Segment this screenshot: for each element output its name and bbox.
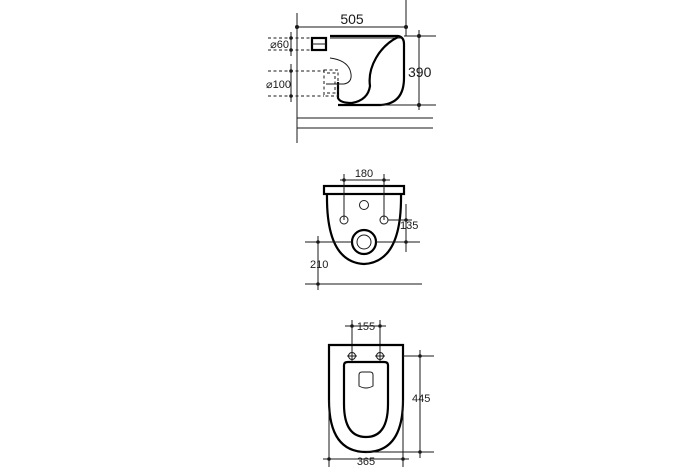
- rim-plate: [322, 184, 406, 196]
- fixing-tick-right: [382, 178, 386, 182]
- rear-outlet-outer: [350, 228, 378, 256]
- fixing-to-outlet-label: 135: [400, 220, 418, 232]
- outlet-pipe-dashed-inner: [327, 72, 336, 94]
- outlet-tick-bottom: [289, 94, 293, 98]
- bowl-width-label: 365: [357, 456, 375, 467]
- rear-outlet-inner: [356, 234, 372, 250]
- side-view: 505 ⌀60 ⌀100 390: [266, 0, 436, 143]
- bowl-profile: [330, 34, 406, 107]
- bowl-inner-curve: [336, 36, 399, 105]
- width-tick-left: [327, 457, 331, 461]
- fixing-spacing-label: 180: [355, 168, 373, 180]
- flush-opening: [358, 371, 374, 389]
- fixing-hole-center: [359, 200, 369, 210]
- rear-view: 180 135 210: [305, 168, 422, 290]
- height-tick-bottom: [417, 103, 421, 107]
- hole-tick-left: [350, 324, 354, 328]
- seat-length-label: 445: [412, 393, 430, 405]
- length-tick-left: [295, 25, 299, 29]
- hole-spacing-label: 155: [357, 321, 375, 333]
- outlet-offset-tick-bottom: [404, 240, 408, 244]
- height-tick-top: [417, 34, 421, 38]
- outlet-tick-top: [289, 69, 293, 73]
- outlet-diameter-label: ⌀100: [266, 79, 291, 91]
- outlet-offset-tick-top: [404, 218, 408, 222]
- seat-length-tick-top: [418, 354, 422, 358]
- total-height-label: 390: [408, 64, 432, 80]
- outlet-height-tick-top: [316, 240, 320, 244]
- seat-length-tick-bottom: [418, 450, 422, 454]
- inlet-diameter-label: ⌀60: [270, 39, 289, 51]
- inlet-tick-top: [289, 36, 293, 40]
- hole-tick-right: [378, 324, 382, 328]
- fixing-tick-left: [342, 178, 346, 182]
- inlet-tick-bottom: [289, 48, 293, 52]
- outlet-pipe-dashed: [323, 69, 339, 97]
- outlet-height-label: 210: [310, 259, 328, 271]
- trap-curve: [326, 57, 352, 85]
- rear-bowl-outline: [325, 193, 403, 266]
- top-view: 155 445 365: [323, 320, 434, 467]
- seat-inner-outline: [342, 360, 390, 439]
- width-tick-right: [401, 457, 405, 461]
- fixing-hole-left: [339, 215, 349, 225]
- length-tick-right: [404, 25, 408, 29]
- overall-length-label: 505: [340, 11, 364, 27]
